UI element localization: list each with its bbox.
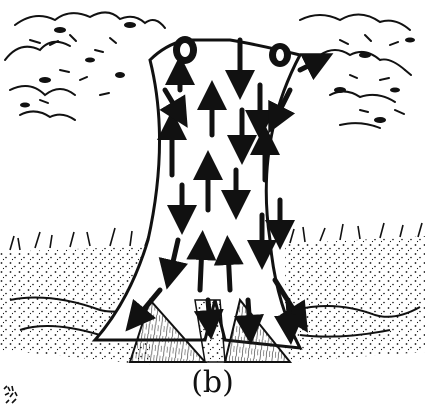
flow-arrow — [193, 297, 224, 340]
ground-soil-right — [285, 236, 425, 362]
sap-flow-arrows — [125, 37, 334, 345]
flow-arrow — [125, 287, 163, 332]
flow-arrow — [297, 53, 334, 81]
leaf-scribbles — [20, 22, 415, 123]
flow-arrow — [274, 297, 304, 345]
flow-arrow — [234, 297, 264, 345]
flow-arrow — [158, 237, 188, 290]
figure-caption: (b) — [191, 365, 234, 400]
flow-arrow — [186, 230, 217, 293]
flow-arrow — [268, 87, 296, 134]
corner-ink-mark — [3, 385, 18, 404]
flow-arrow — [213, 235, 244, 293]
flow-arrow — [159, 87, 188, 128]
